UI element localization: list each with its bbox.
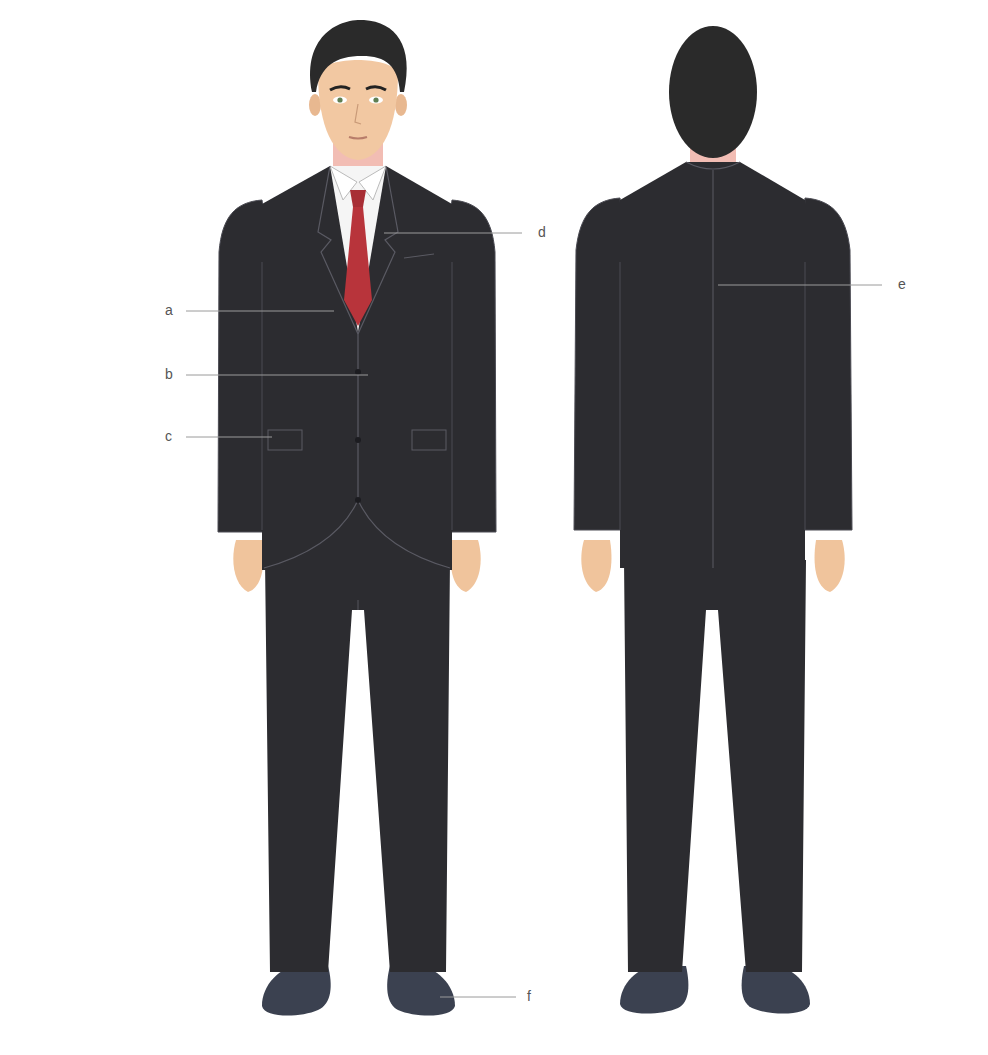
left-sleeve <box>574 198 626 530</box>
tie-knot <box>350 190 366 207</box>
jacket-collar <box>686 162 740 169</box>
hair <box>310 20 407 92</box>
jacket-body <box>262 166 452 570</box>
eye <box>333 97 347 104</box>
back-figure <box>574 26 852 1014</box>
ear <box>395 94 407 116</box>
callout-letter: f <box>527 988 531 1004</box>
right-lapel <box>358 166 398 334</box>
callout-letter: b <box>165 366 173 382</box>
breast-pocket <box>404 254 434 258</box>
nose <box>355 104 361 124</box>
trousers <box>265 560 450 972</box>
leader-line <box>718 285 882 286</box>
right-sleeve <box>800 198 852 530</box>
trouser-seam <box>358 600 359 610</box>
left-lapel <box>318 166 358 334</box>
tie <box>344 207 372 326</box>
face <box>318 60 398 160</box>
left-hand <box>233 540 263 592</box>
eyebrow <box>330 87 350 90</box>
leader-line <box>186 437 272 438</box>
right-shoe <box>387 966 455 1016</box>
jacket-front-edge <box>264 334 358 568</box>
side-seam <box>620 262 621 530</box>
hair <box>669 26 757 158</box>
front-figure <box>218 20 496 1016</box>
right-shoe <box>742 966 810 1014</box>
pocket-flap <box>268 430 302 450</box>
trousers <box>624 560 806 972</box>
side-seam <box>452 262 453 530</box>
mouth <box>349 137 367 139</box>
iris <box>373 97 378 102</box>
right-hand <box>451 540 481 592</box>
eye <box>369 97 383 104</box>
ear <box>309 94 321 116</box>
shirt <box>330 166 386 332</box>
leader-lines <box>186 233 882 997</box>
button <box>355 437 361 443</box>
left-hand <box>581 540 611 592</box>
callout-letter: c <box>165 428 172 444</box>
left-shoe <box>620 966 688 1014</box>
side-seam <box>262 262 263 530</box>
button <box>355 369 361 375</box>
leader-line <box>440 997 516 998</box>
callout-letter: d <box>538 224 546 240</box>
right-hand <box>815 540 845 592</box>
leader-line <box>186 375 368 376</box>
pocket-flap <box>412 430 446 450</box>
jacket-body <box>620 162 805 568</box>
centre-back-seam <box>713 170 714 568</box>
iris <box>337 97 342 102</box>
leader-line <box>186 311 334 312</box>
button <box>355 497 361 503</box>
left-shoe <box>262 966 331 1016</box>
callout-letter: a <box>165 302 173 318</box>
side-seam <box>805 262 806 530</box>
leader-line <box>384 233 522 234</box>
callout-letter: e <box>898 276 906 292</box>
jacket-front-edge <box>358 500 450 568</box>
eyebrow <box>366 87 386 90</box>
